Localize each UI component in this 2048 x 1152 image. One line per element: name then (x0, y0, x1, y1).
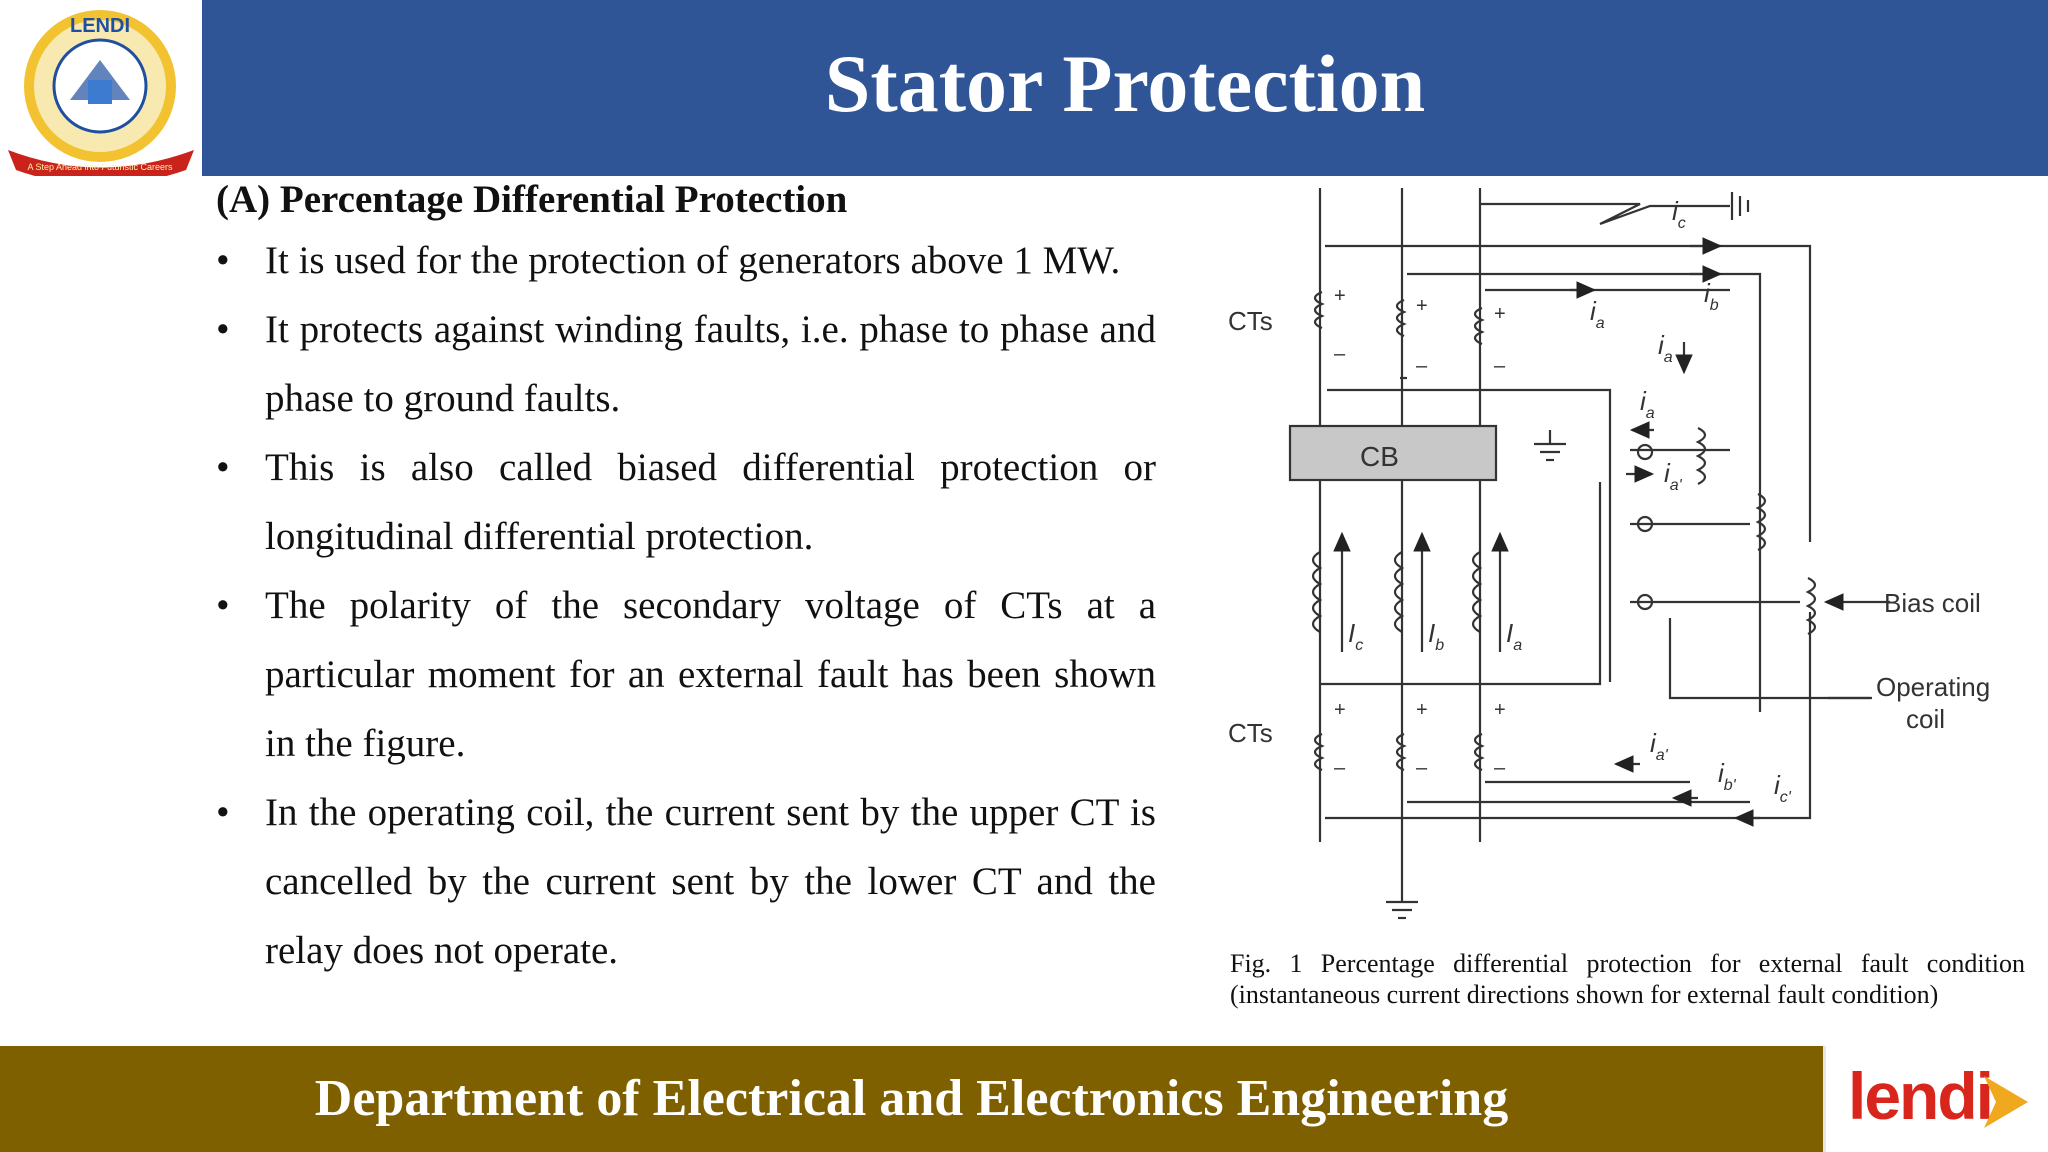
polarity-plus: + (1416, 699, 1428, 721)
bullet-icon: • (216, 791, 230, 834)
cts-bottom-label: CTs (1228, 718, 1273, 748)
slide-content: (A) Percentage Differential Protection •… (216, 174, 1156, 985)
polarity-plus: + (1334, 285, 1346, 307)
section-subheading: (A) Percentage Differential Protection (216, 178, 848, 221)
current-iap-label: ia' (1664, 458, 1683, 494)
current-ia-label: ia (1590, 296, 1605, 332)
polarity-plus: + (1416, 295, 1428, 317)
operating-coil-label-line2: coil (1906, 704, 1945, 734)
bullet-icon: • (216, 308, 230, 351)
winding-current-Ib: Ib (1428, 618, 1444, 654)
circuit-diagram: CTs CTs CB Bias coil Operating coil + + … (1210, 182, 2040, 942)
bullet-icon: • (216, 239, 230, 282)
brand-logo: lendi (1823, 1046, 2048, 1152)
current-ibp-label: ib' (1718, 758, 1737, 794)
polarity-minus: – (1416, 757, 1428, 779)
bullet-text: This is also called biased differential … (265, 446, 1156, 558)
page-title: Stator Protection (824, 38, 1426, 129)
bullet-item: • In the operating coil, the current sent… (216, 778, 1156, 985)
current-ia-label-3: ia (1640, 386, 1655, 422)
bullet-item: • It protects against winding faults, i.e… (216, 295, 1156, 433)
bullet-text: It is used for the protection of generat… (265, 239, 1121, 282)
brand-wordmark: lendi (1848, 1059, 1994, 1133)
figure-caption: Fig. 1 Percentage differential protectio… (1230, 949, 2025, 1009)
institute-logo: LENDI A Step Ahead into Futuristic Caree… (0, 0, 202, 185)
differential-protection-schematic: CTs CTs CB Bias coil Operating coil + + … (1228, 188, 1990, 920)
winding-current-Ia: Ia (1506, 618, 1522, 654)
polarity-minus: – (1494, 757, 1506, 779)
current-iap-label-2: ia' (1650, 728, 1669, 764)
polarity-minus: – (1334, 757, 1346, 779)
current-ic-label: ic (1672, 196, 1686, 232)
cb-label: CB (1360, 441, 1399, 472)
current-ia-label-2: ia (1658, 330, 1673, 366)
bullet-item: • The polarity of the secondary voltage o… (216, 571, 1156, 778)
logo-ribbon-text: A Step Ahead into Futuristic Careers (27, 162, 173, 172)
bullet-text: The polarity of the secondary voltage of… (265, 584, 1156, 765)
footer-bar: Department of Electrical and Electronics… (0, 1046, 1823, 1152)
polarity-minus: – (1494, 355, 1506, 377)
polarity-minus: – (1416, 355, 1428, 377)
bullet-text: It protects against winding faults, i.e.… (265, 308, 1156, 420)
current-icp-label: ic' (1774, 770, 1792, 806)
polarity-plus: + (1334, 699, 1346, 721)
title-bar: Stator Protection (202, 0, 2048, 176)
bullet-item: • This is also called biased differential… (216, 433, 1156, 571)
current-ib-label: ib (1704, 278, 1719, 314)
bullet-icon: • (216, 584, 230, 627)
polarity-plus: + (1494, 699, 1506, 721)
operating-coil-label-line1: Operating (1876, 672, 1990, 702)
bullet-list: • It is used for the protection of genera… (216, 226, 1156, 985)
winding-current-Ic: Ic (1348, 618, 1363, 654)
polarity-plus: + (1494, 303, 1506, 325)
bullet-icon: • (216, 446, 230, 489)
bias-coil-label: Bias coil (1884, 588, 1981, 618)
bullet-item: • It is used for the protection of genera… (216, 226, 1156, 295)
logo-text: LENDI (70, 15, 130, 37)
bullet-text: In the operating coil, the current sent … (265, 791, 1156, 972)
department-name: Department of Electrical and Electronics… (314, 1070, 1509, 1127)
polarity-minus: – (1334, 343, 1346, 365)
cts-top-label: CTs (1228, 306, 1273, 336)
institute-seal-icon: LENDI A Step Ahead into Futuristic Caree… (8, 10, 194, 185)
chevron-right-icon (1984, 1076, 2028, 1128)
